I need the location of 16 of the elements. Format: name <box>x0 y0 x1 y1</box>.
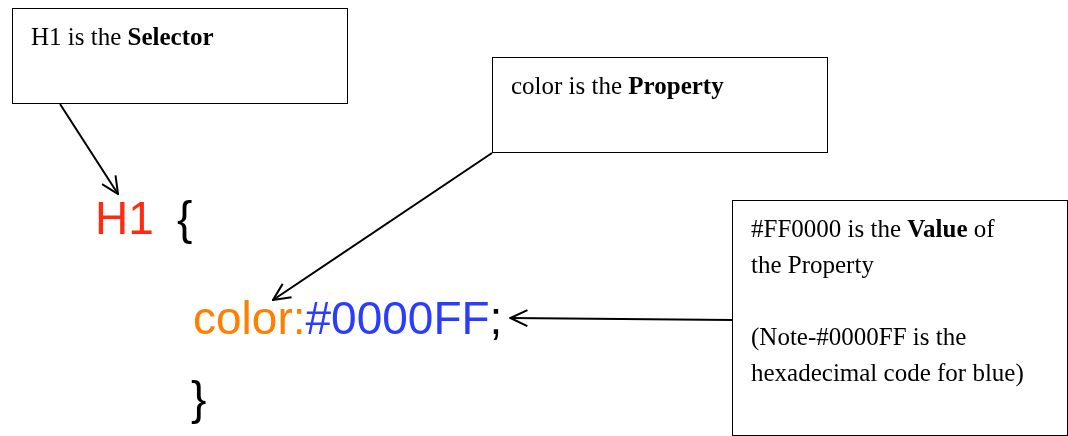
callout-text: (Note-#0000FF is the hexadecimal code for blue) <box>751 322 1025 389</box>
semicolon-code: ; <box>489 292 503 344</box>
arrow <box>59 103 119 195</box>
value-code: #0000FF <box>305 292 490 344</box>
callout-box <box>492 57 828 153</box>
arrow <box>509 309 733 328</box>
callout-box <box>12 8 348 104</box>
brace-code: { <box>177 192 193 244</box>
property-code: color: <box>193 292 306 344</box>
callout-text: color is the Property <box>511 71 725 101</box>
callout-text: H1 is the Selector <box>31 22 215 52</box>
callout-text: #FF0000 is the Value of the Property <box>751 214 996 280</box>
callout-box <box>732 200 1068 436</box>
selector-code: H1 <box>95 192 154 244</box>
arrow <box>272 152 493 301</box>
brace-code: } <box>191 372 207 424</box>
